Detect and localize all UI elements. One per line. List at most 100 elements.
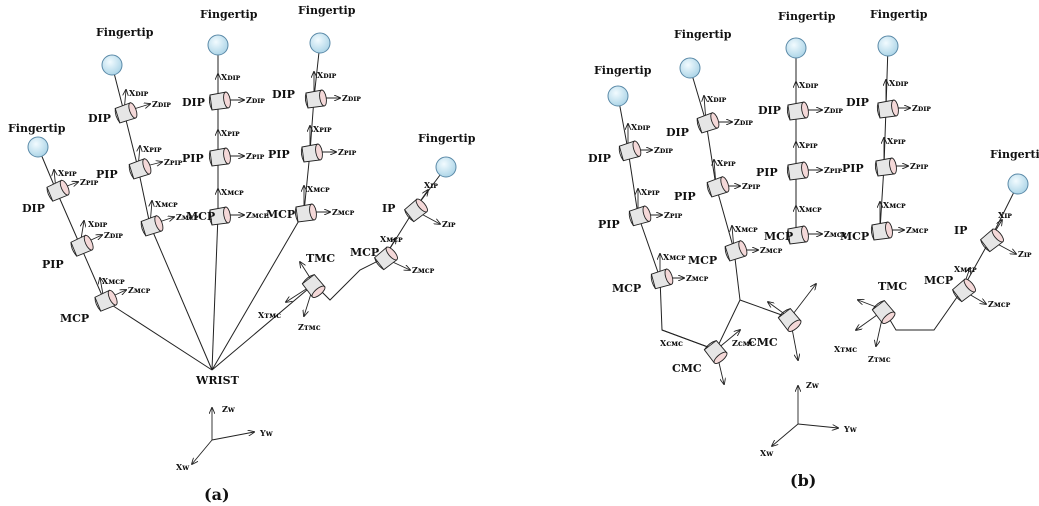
metacarpal-link <box>211 211 305 371</box>
z-axis-label: Zᴅɪᴘ <box>734 117 753 127</box>
joint-edge <box>404 209 415 223</box>
joint-end <box>311 285 326 298</box>
y-world-arrow <box>797 423 838 428</box>
dip-joint <box>786 101 809 121</box>
pip-joint <box>706 176 730 198</box>
z-axis-label: Zᴍᴄᴘ <box>760 245 783 255</box>
joint-end <box>720 176 730 193</box>
mcp-joint <box>140 215 164 237</box>
joint-end <box>787 319 802 332</box>
mcp-joint <box>786 225 809 245</box>
pip-label: PIP <box>842 162 864 175</box>
dip-label: DIP <box>182 96 205 109</box>
joint-edge <box>777 308 791 319</box>
pip-joint <box>208 147 231 167</box>
fingertip-sphere <box>679 57 701 79</box>
x-axis-label: Xᴍᴄᴘ <box>663 252 686 262</box>
z-axis-label: Zᴅɪᴘ <box>824 105 843 115</box>
z-axis-label: Zᴘɪᴘ <box>80 177 99 187</box>
joint-end <box>738 240 748 257</box>
joint-end <box>642 205 652 222</box>
pip-joint <box>300 143 323 163</box>
dip-joint <box>618 140 642 162</box>
fingertip-label: Fingertip <box>298 4 356 17</box>
panel-label-a: (a) <box>204 485 230 504</box>
y-world-label: Yᴡ <box>843 424 858 434</box>
metacarpal-link <box>211 214 219 371</box>
fingertip-sphere <box>1007 173 1029 195</box>
joint-edge <box>208 94 213 111</box>
z-axis-label: Zᴍᴄᴘ <box>824 229 847 239</box>
mcp-joint <box>951 278 976 303</box>
tmc-joint <box>301 273 326 298</box>
z-axis-label: Zᴅɪᴘ <box>654 145 673 155</box>
z-axis-label: Zᴍᴄᴘ <box>176 212 199 222</box>
z-world-label: Zᴡ <box>222 404 236 414</box>
joint-edge <box>724 246 731 262</box>
z-axis-label: Zᴘɪᴘ <box>664 210 683 220</box>
finger-link <box>617 95 661 279</box>
fingertip-label: Fingertip <box>778 10 836 23</box>
joint-edge <box>876 102 881 119</box>
joint-edge <box>128 164 135 180</box>
x-axis-label: Xᴍᴄᴘ <box>102 276 125 286</box>
joint-end <box>319 89 327 107</box>
x-axis-arrow <box>789 284 816 319</box>
z-axis-label: Zɪᴘ <box>442 219 456 229</box>
mcp-label: MCP <box>612 282 641 295</box>
cmc-joint <box>703 339 728 364</box>
joint-end <box>713 351 728 364</box>
finger-link <box>37 146 105 301</box>
x-axis-label: Xᴘɪᴘ <box>313 124 332 134</box>
joint-edge <box>294 206 299 223</box>
x-axis-label: Xᴘɪᴘ <box>221 128 240 138</box>
metacarpal-link <box>103 299 213 371</box>
x-axis-label: Xᴍᴄᴘ <box>221 187 244 197</box>
y-world-label: Yᴡ <box>259 428 274 438</box>
pip-joint <box>874 157 897 177</box>
joint-edge <box>786 104 791 121</box>
joint-edge <box>703 340 717 351</box>
z-axis-label: Zᴘɪᴘ <box>164 157 183 167</box>
joint-end <box>154 215 164 232</box>
joint-end <box>891 99 899 117</box>
joint-edge <box>696 118 703 134</box>
pip-joint <box>628 205 652 227</box>
joint-edge <box>374 257 385 271</box>
x-world-arrow <box>772 423 799 446</box>
joint-edge <box>300 146 305 163</box>
x-world-label: Xᴡ <box>176 462 190 472</box>
fingertip-sphere <box>435 156 457 178</box>
x-axis-label: Xᴍᴄᴘ <box>954 264 977 274</box>
x-axis-label: Xᴅɪᴘ <box>129 88 149 98</box>
joint-end <box>881 311 896 324</box>
joint-edge <box>706 182 713 198</box>
x-axis-label: Xᴅɪᴘ <box>221 72 241 82</box>
joint-edge <box>650 274 656 289</box>
ip-joint <box>403 198 428 223</box>
z-axis-label: Zᴅɪᴘ <box>246 95 265 105</box>
joint-edge <box>952 289 963 303</box>
x-axis-label: Xᴘɪᴘ <box>58 168 77 178</box>
dip-joint <box>114 102 138 124</box>
joint-end <box>710 112 720 129</box>
mcp-joint <box>94 289 118 312</box>
x-axis-label: Xᴅɪᴘ <box>631 122 651 132</box>
z-axis-label: Zᴛᴍᴄ <box>298 322 321 332</box>
pip-label: PIP <box>42 258 64 271</box>
z-axis-label: Zᴘɪᴘ <box>910 161 929 171</box>
tmc-joint <box>871 299 896 324</box>
joint-end <box>107 289 118 306</box>
x-axis-label: Xᴅɪᴘ <box>799 80 819 90</box>
finger-link <box>689 67 735 251</box>
pip-label: PIP <box>96 168 118 181</box>
mcp-label: MCP <box>186 210 215 223</box>
joint-end <box>385 246 398 261</box>
dip-joint <box>208 91 231 111</box>
z-axis-label: Zᴄᴍᴄ <box>732 338 755 348</box>
dip-label: DIP <box>846 96 869 109</box>
joint-edge <box>208 150 213 167</box>
dip-label: DIP <box>588 152 611 165</box>
joint-end <box>664 268 674 285</box>
joint-end <box>128 102 138 119</box>
